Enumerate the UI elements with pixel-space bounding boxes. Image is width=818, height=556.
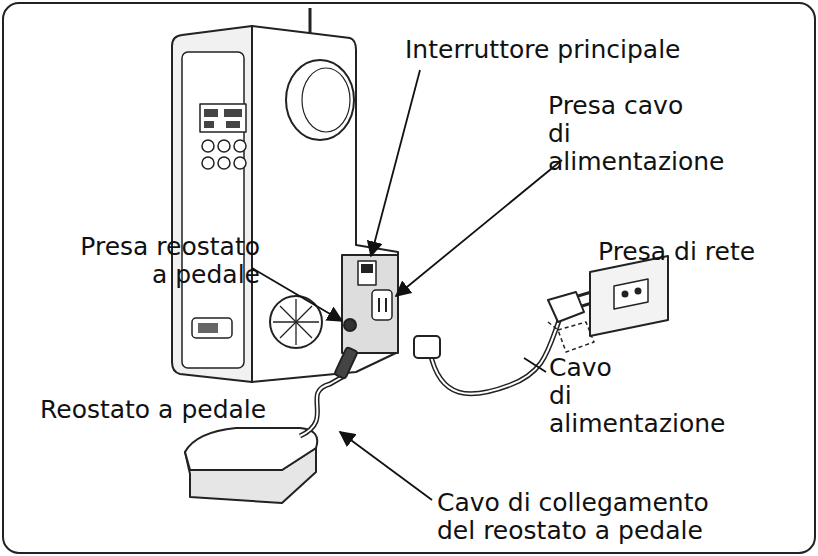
lcd-segment xyxy=(226,121,240,128)
front-panel xyxy=(182,52,244,368)
vent-line xyxy=(280,306,312,338)
lever-slot xyxy=(198,323,218,333)
outlet-hole xyxy=(623,292,628,297)
leader-lines xyxy=(252,70,562,500)
callout-label: Presa reostato a pedale xyxy=(68,233,260,289)
button xyxy=(234,140,246,152)
outlet-face xyxy=(614,279,648,309)
button xyxy=(218,140,230,152)
pedal-cable-core xyxy=(300,376,344,436)
iec-connector xyxy=(414,336,440,358)
outlet-hole xyxy=(636,289,641,294)
sewing-machine xyxy=(172,8,398,382)
button xyxy=(218,157,230,169)
leader-arrow xyxy=(371,70,420,256)
callout-label: Reostato a pedale xyxy=(40,396,266,424)
callout-label: Interruttore principale xyxy=(405,36,680,64)
hand-wheel xyxy=(286,60,354,140)
alternative-plug-link xyxy=(548,322,558,330)
switch-rocker xyxy=(361,264,373,273)
leader-arrow xyxy=(396,160,562,296)
socket-pin xyxy=(385,298,387,312)
button xyxy=(202,157,214,169)
frame xyxy=(3,3,815,553)
machine-side xyxy=(252,26,398,382)
wall-outlet xyxy=(590,256,668,336)
leader-line xyxy=(524,358,546,372)
callout-label: Cavo di collegamento del reostato a peda… xyxy=(437,489,742,545)
pedal-top xyxy=(185,428,317,470)
lcd-segment xyxy=(204,121,214,128)
callout-label: Cavo di alimentazione xyxy=(549,354,627,438)
callout-label: Presa cavo di alimentazione xyxy=(548,92,698,176)
button xyxy=(202,140,214,152)
lever xyxy=(192,318,232,338)
machine-front xyxy=(172,26,252,382)
button xyxy=(234,157,246,169)
lcd-display xyxy=(200,104,246,132)
power-cable-core xyxy=(430,318,560,394)
hand-wheel-rim xyxy=(302,68,350,132)
foot-pedal xyxy=(185,347,358,503)
power-cable xyxy=(430,318,560,394)
main-switch xyxy=(358,261,376,285)
pedal-cable xyxy=(300,376,344,436)
callout-label: Presa di rete xyxy=(598,238,755,266)
pedal-socket xyxy=(344,319,356,331)
alternative-plug xyxy=(558,322,594,352)
socket-pin xyxy=(378,298,380,312)
lcd-segment xyxy=(204,109,218,117)
pedal-plug xyxy=(334,347,358,379)
connector-panel xyxy=(342,255,398,353)
leader-arrow xyxy=(340,432,432,500)
power-cord xyxy=(414,256,668,394)
vent-line xyxy=(280,306,312,338)
lcd-segment xyxy=(224,109,242,117)
power-socket xyxy=(372,290,392,320)
vent-grille xyxy=(273,299,319,345)
leader-arrow xyxy=(252,268,342,321)
